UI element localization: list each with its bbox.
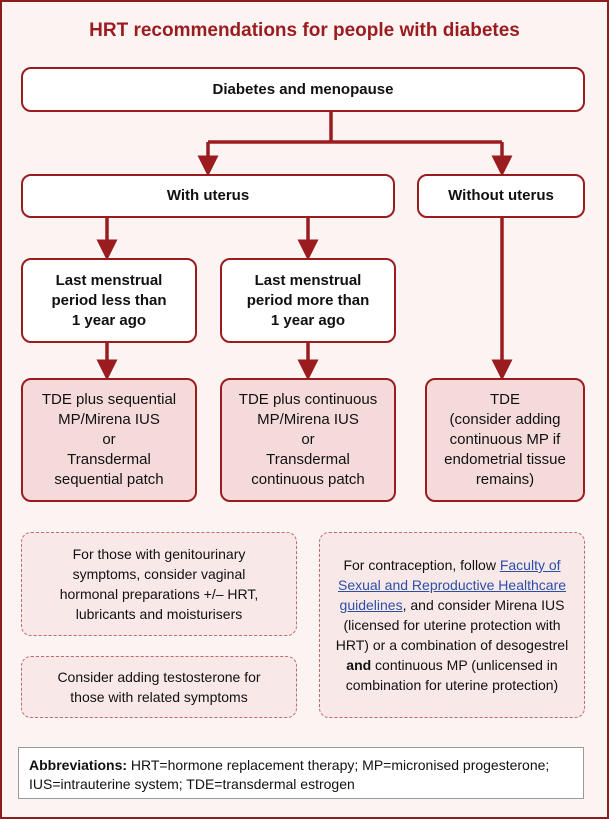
abbreviations-box: Abbreviations: HRT=hormone replacement t… bbox=[18, 747, 584, 799]
gu-line-4: lubricants and moisturisers bbox=[75, 606, 243, 622]
testosterone-note: Consider adding testosterone for those w… bbox=[21, 656, 297, 718]
less-line-1: Last menstrual bbox=[55, 271, 163, 289]
tde-result-box: TDE (consider adding continuous MP if en… bbox=[425, 378, 585, 502]
less-line-2: period less than bbox=[51, 291, 167, 309]
testo-line-1: Consider adding testosterone for bbox=[57, 669, 261, 685]
gu-line-1: For those with genitourinary bbox=[72, 546, 246, 562]
figure-title: HRT recommendations for people with diab… bbox=[89, 20, 520, 41]
contraception-note: For contraception, follow Faculty of Sex… bbox=[319, 532, 585, 718]
more-line-2: period more than bbox=[246, 291, 370, 309]
tde-line-5: remains) bbox=[475, 471, 535, 488]
seq-line-1: TDE plus sequential bbox=[41, 391, 177, 408]
seq-line-2: MP/Mirena IUS bbox=[58, 411, 160, 428]
with-uterus-box: With uterus bbox=[21, 174, 395, 218]
gu-line-3: hormonal preparations +/– HRT, bbox=[59, 586, 259, 602]
cont-line-2: MP/Mirena IUS bbox=[257, 411, 359, 428]
tde-line-1: TDE bbox=[489, 391, 520, 408]
abbreviations-text: HRT=hormone replacement therapy; MP=micr… bbox=[29, 757, 550, 792]
more-line-3: 1 year ago bbox=[270, 311, 346, 329]
sequential-result-box: TDE plus sequential MP/Mirena IUS or Tra… bbox=[21, 378, 197, 502]
tde-line-3: continuous MP if bbox=[449, 431, 561, 448]
testo-line-2: those with related symptoms bbox=[70, 689, 248, 705]
contraception-end: continuous MP (unlicensed in combination… bbox=[345, 657, 559, 693]
seq-line-5: sequential patch bbox=[54, 471, 164, 488]
with-uterus-label: With uterus bbox=[166, 187, 250, 204]
root-box: Diabetes and menopause bbox=[21, 67, 585, 112]
tde-line-2: (consider adding bbox=[449, 411, 561, 428]
more-line-1: Last menstrual bbox=[254, 271, 362, 289]
contraception-bold-and: and bbox=[346, 657, 372, 673]
genitourinary-note: For those with genitourinary symptoms, c… bbox=[21, 532, 297, 636]
cont-line-4: Transdermal bbox=[266, 451, 350, 468]
gu-line-2: symptoms, consider vaginal bbox=[72, 566, 246, 582]
without-uterus-label: Without uterus bbox=[448, 187, 554, 204]
fsrh-guidelines-link[interactable]: Faculty of Sexual and Reproductive Healt… bbox=[337, 557, 567, 613]
contraception-mid: , and consider Mirena IUS (licensed for … bbox=[335, 597, 569, 653]
less-line-3: 1 year ago bbox=[71, 311, 147, 329]
contraception-intro: For contraception, follow bbox=[343, 557, 500, 573]
cont-line-1: TDE plus continuous bbox=[238, 391, 378, 408]
less-than-box: Last menstrual period less than 1 year a… bbox=[21, 258, 197, 343]
without-uterus-box: Without uterus bbox=[417, 174, 585, 218]
cont-line-5: continuous patch bbox=[251, 471, 365, 488]
cont-line-3: or bbox=[301, 431, 315, 448]
continuous-result-box: TDE plus continuous MP/Mirena IUS or Tra… bbox=[220, 378, 396, 502]
more-than-box: Last menstrual period more than 1 year a… bbox=[220, 258, 396, 343]
seq-line-3: or bbox=[102, 431, 116, 448]
abbreviations-label: Abbreviations: bbox=[29, 757, 128, 773]
root-label: Diabetes and menopause bbox=[212, 80, 394, 98]
seq-line-4: Transdermal bbox=[67, 451, 151, 468]
tde-line-4: endometrial tissue bbox=[444, 451, 566, 468]
